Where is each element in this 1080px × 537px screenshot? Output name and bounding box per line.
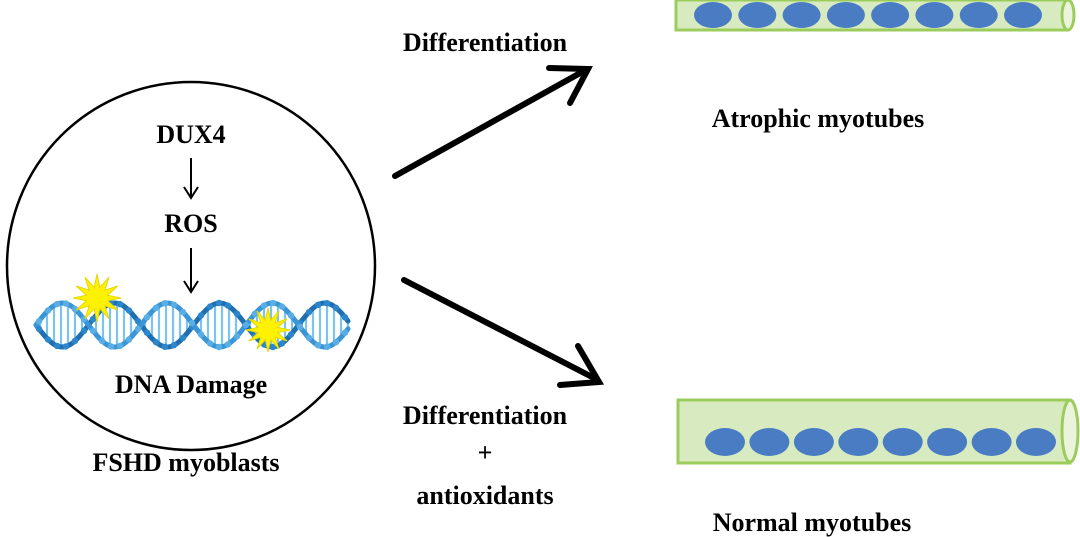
nucleus (749, 428, 790, 456)
nucleus (927, 428, 968, 456)
atrophic-nuclei (694, 2, 1042, 28)
upper-condition-label: Differentiation (403, 28, 568, 57)
nucleus (782, 2, 821, 28)
nucleus (694, 2, 732, 28)
lower-condition-label-2: + (478, 438, 493, 467)
lower-condition-label-1: Differentiation (403, 401, 568, 430)
lower-pathway-arrow (401, 277, 605, 388)
nucleus (1016, 428, 1056, 456)
nucleus (738, 2, 777, 28)
normal-result-label: Normal myotubes (713, 508, 912, 537)
nucleus (1004, 2, 1042, 28)
damage-star-icon (72, 273, 122, 323)
nucleus (882, 428, 923, 456)
atrophic-result-label: Atrophic myotubes (712, 104, 925, 133)
upper-pathway-arrow (392, 65, 593, 179)
nucleus (838, 428, 879, 456)
down-arrow-1 (183, 158, 199, 200)
normal-tube-end (1060, 398, 1080, 464)
atrophic-myotube (674, 0, 1076, 32)
ros-label: ROS (164, 209, 217, 238)
cell-caption: FSHD myoblasts (92, 448, 279, 477)
nucleus (915, 2, 954, 28)
lower-condition-label-3: antioxidants (416, 481, 553, 510)
normal-nuclei (705, 428, 1056, 456)
dna-helix-image (33, 299, 351, 351)
normal-myotube (676, 398, 1080, 465)
down-arrow-2 (183, 248, 199, 294)
nucleus (971, 428, 1012, 456)
nucleus (705, 428, 745, 456)
gene-label: DUX4 (156, 120, 225, 149)
dna-damage-label: DNA Damage (115, 370, 267, 399)
nucleus (871, 2, 910, 28)
nucleus (826, 2, 865, 28)
atrophic-tube-end (1060, 0, 1076, 32)
nucleus (959, 2, 998, 28)
damage-star-icon (245, 307, 291, 353)
nucleus (793, 428, 834, 456)
